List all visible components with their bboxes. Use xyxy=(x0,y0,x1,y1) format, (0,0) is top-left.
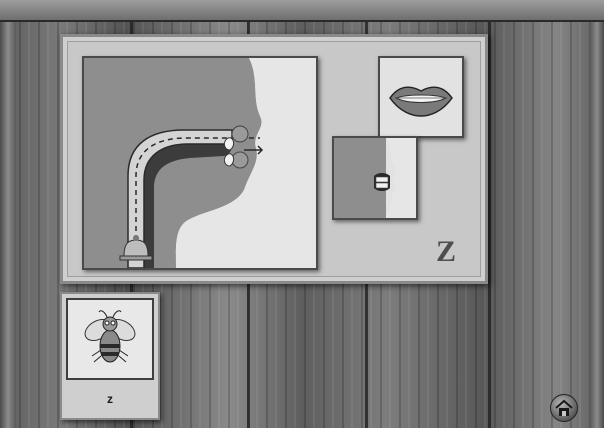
articulation-diagram[interactable] xyxy=(82,56,318,270)
mouth-profile-icon xyxy=(334,138,416,218)
articulation-diagram-icon xyxy=(84,58,316,268)
home-icon xyxy=(551,395,577,421)
plank-seam xyxy=(488,0,491,428)
word-image-frame[interactable] xyxy=(66,298,154,380)
left-rail xyxy=(0,0,16,428)
word-label: z xyxy=(60,392,160,406)
top-rail xyxy=(0,0,604,22)
lips-front-view[interactable] xyxy=(378,56,464,138)
right-rail xyxy=(590,0,604,428)
phoneme-letter: Z xyxy=(426,232,466,272)
lips-icon xyxy=(380,58,462,136)
home-button[interactable] xyxy=(550,394,578,422)
bee-icon xyxy=(68,300,152,378)
mouth-profile-view[interactable] xyxy=(332,136,418,220)
